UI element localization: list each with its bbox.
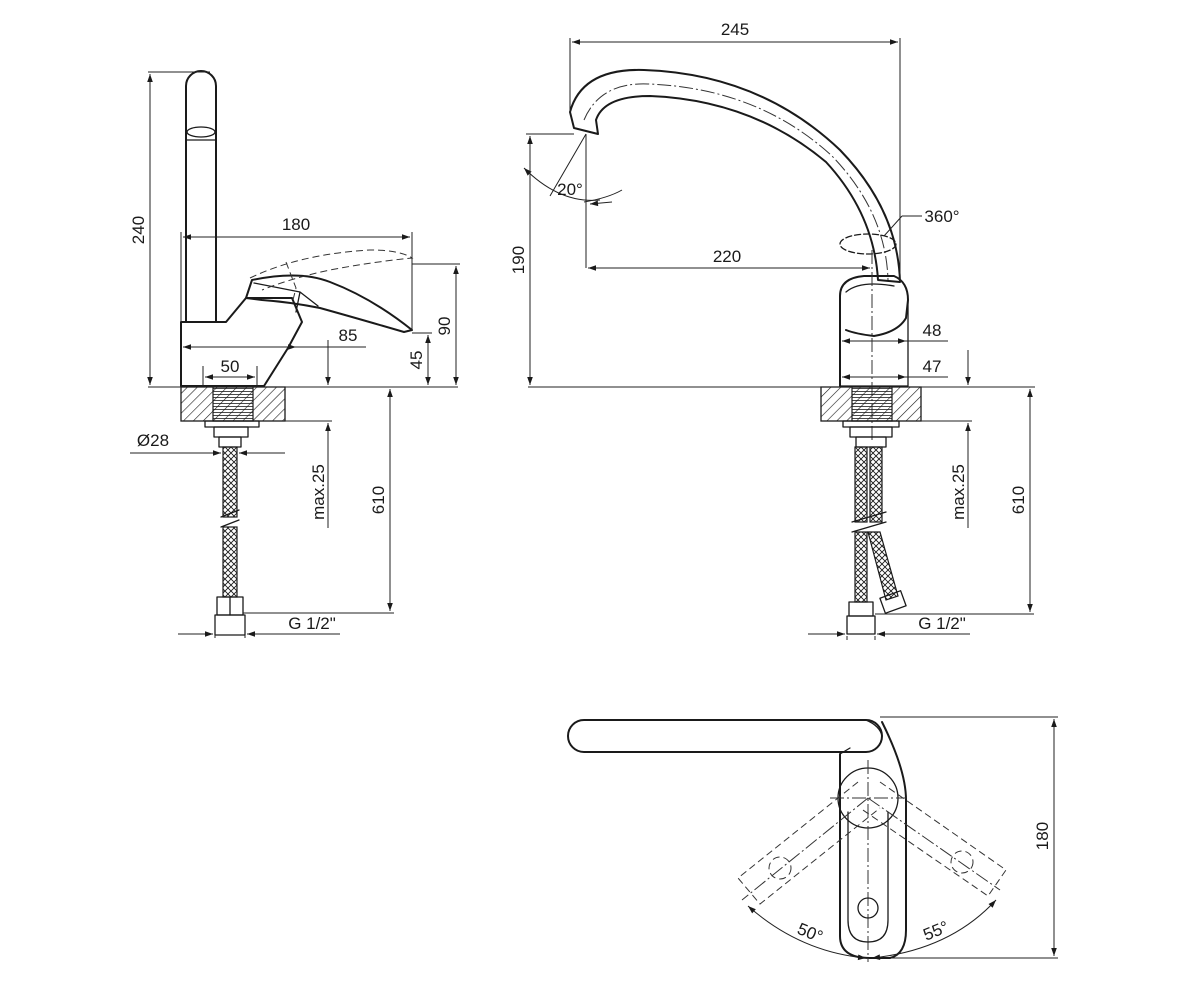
front-hose-hot xyxy=(869,446,883,523)
front-hose-fitting-right xyxy=(879,590,907,614)
front-swivel-ring xyxy=(839,233,897,255)
label-front-spout-angle: 20° xyxy=(557,180,583,199)
side-spout-outlet xyxy=(186,126,216,138)
label-side-base-height: 45 xyxy=(407,351,426,370)
side-lever xyxy=(245,274,413,333)
top-lever-left-position xyxy=(737,781,881,905)
side-view: 240 180 90 45 85 50 Ø28 max.25 xyxy=(129,70,460,638)
side-lever-raised xyxy=(249,249,414,291)
front-mount-nut xyxy=(842,420,900,428)
top-spout xyxy=(567,719,883,753)
top-faucet-body xyxy=(839,721,907,959)
side-hose xyxy=(222,446,238,518)
label-front-swivel: 360° xyxy=(924,207,959,226)
front-hose-fitting-left xyxy=(848,601,874,617)
label-front-reach: 220 xyxy=(713,247,741,266)
side-spout-tube xyxy=(185,70,217,323)
label-top-depth: 180 xyxy=(1033,822,1052,850)
front-view: 245 20° 190 220 360° 48 47 max.25 xyxy=(509,20,1035,640)
front-faucet-body xyxy=(839,275,909,387)
label-side-width: 180 xyxy=(282,215,310,234)
top-view: 50° 55° 180 xyxy=(567,716,1058,962)
label-side-reach-short: 85 xyxy=(339,326,358,345)
label-side-mount-dia: Ø28 xyxy=(137,431,169,450)
label-side-thread: G 1/2" xyxy=(288,614,336,633)
side-mount-nut xyxy=(204,420,260,428)
label-front-base-width: 47 xyxy=(923,357,942,376)
label-side-lever-height: 90 xyxy=(435,317,454,336)
top-lever-right-position xyxy=(859,781,1007,897)
label-front-body-width: 48 xyxy=(923,321,942,340)
label-side-hose-length: 610 xyxy=(369,486,388,514)
label-front-height: 190 xyxy=(509,246,528,274)
label-side-max-thickness: max.25 xyxy=(309,464,328,520)
label-front-max-thickness: max.25 xyxy=(949,464,968,520)
label-front-hose-length: 610 xyxy=(1009,486,1028,514)
label-side-height: 240 xyxy=(129,216,148,244)
label-top-angle-right: 55° xyxy=(920,917,951,944)
label-front-width: 245 xyxy=(721,20,749,39)
label-front-thread: G 1/2" xyxy=(918,614,966,633)
label-side-base-width: 50 xyxy=(221,357,240,376)
label-top-angle-left: 50° xyxy=(795,919,826,946)
front-hose-cold xyxy=(854,446,868,523)
side-faucet-body xyxy=(180,297,303,387)
